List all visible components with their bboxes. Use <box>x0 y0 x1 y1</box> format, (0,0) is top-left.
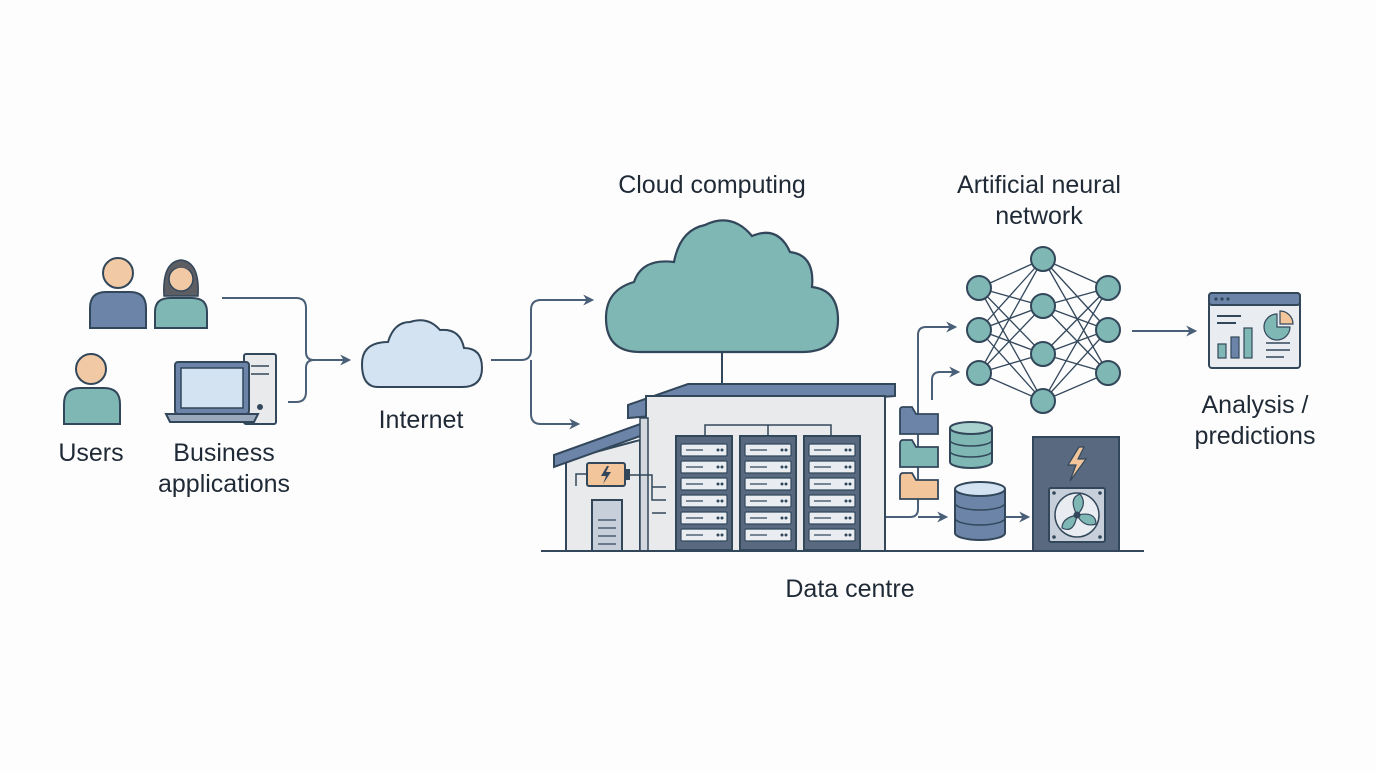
network-node <box>1095 275 1121 301</box>
laptop-icon <box>164 361 260 423</box>
network-edge <box>978 305 1044 374</box>
network-node <box>966 275 992 301</box>
business-applications-label: Business applications <box>144 438 304 500</box>
neural-network-label: Artificial neural network <box>934 170 1144 232</box>
network-edge <box>978 329 1044 402</box>
data-centre-label: Data centre <box>785 575 915 603</box>
cloud-computing-icon <box>604 219 840 354</box>
network-edge <box>1042 287 1109 355</box>
door-icon <box>591 499 623 552</box>
users-label: Users <box>58 439 124 467</box>
network-edge <box>1042 258 1109 331</box>
folder-icon <box>899 439 939 468</box>
network-edge <box>978 258 1044 331</box>
server-rack <box>675 435 733 551</box>
analysis-line-1: Analysis / <box>1201 391 1309 419</box>
database-icon <box>949 421 993 469</box>
network-edge <box>1042 287 1109 402</box>
network-edge <box>978 258 1044 374</box>
folder-icon <box>899 472 939 500</box>
dashboard-icon <box>1208 292 1301 369</box>
folder-icon <box>899 406 939 435</box>
network-node <box>1095 360 1121 386</box>
business-applications-line-2: applications <box>157 470 291 498</box>
computer-tower-icon <box>243 353 277 425</box>
neural-network-icon <box>966 246 1121 414</box>
wiring <box>575 473 666 514</box>
network-node <box>966 317 992 343</box>
network-edge <box>1042 258 1109 374</box>
internet-label: Internet <box>378 406 464 434</box>
internet-cloud-icon <box>360 319 484 388</box>
user-icon-woman <box>154 259 208 329</box>
analysis-label: Analysis / predictions <box>1180 390 1330 452</box>
network-node <box>1030 341 1056 367</box>
user-icon-man <box>89 257 147 329</box>
fan-icon <box>1054 492 1100 538</box>
network-edge <box>1042 329 1109 402</box>
network-edge <box>978 287 1044 355</box>
neural-network-line-2: network <box>995 202 1083 230</box>
network-node <box>1030 246 1056 272</box>
lightning-icon <box>1066 446 1088 482</box>
network-node <box>1095 317 1121 343</box>
server-racks <box>675 424 861 551</box>
connector-users-to-internet <box>222 297 352 403</box>
network-node <box>1030 388 1056 414</box>
user-icon-third <box>63 353 121 425</box>
connector-internet-split <box>491 294 595 430</box>
business-applications-line-1: Business <box>173 439 275 467</box>
server-rack <box>803 435 861 551</box>
analysis-line-2: predictions <box>1194 422 1316 450</box>
network-node <box>966 360 992 386</box>
server-rack <box>739 435 797 551</box>
network-edge <box>978 287 1044 402</box>
power-cooling-unit <box>1032 436 1120 552</box>
network-node <box>1030 293 1056 319</box>
network-edge <box>1042 305 1109 374</box>
cloud-computing-label: Cloud computing <box>618 171 806 199</box>
battery-icon <box>586 462 630 487</box>
neural-network-line-1: Artificial neural <box>957 171 1121 199</box>
database-icon <box>954 481 1006 541</box>
